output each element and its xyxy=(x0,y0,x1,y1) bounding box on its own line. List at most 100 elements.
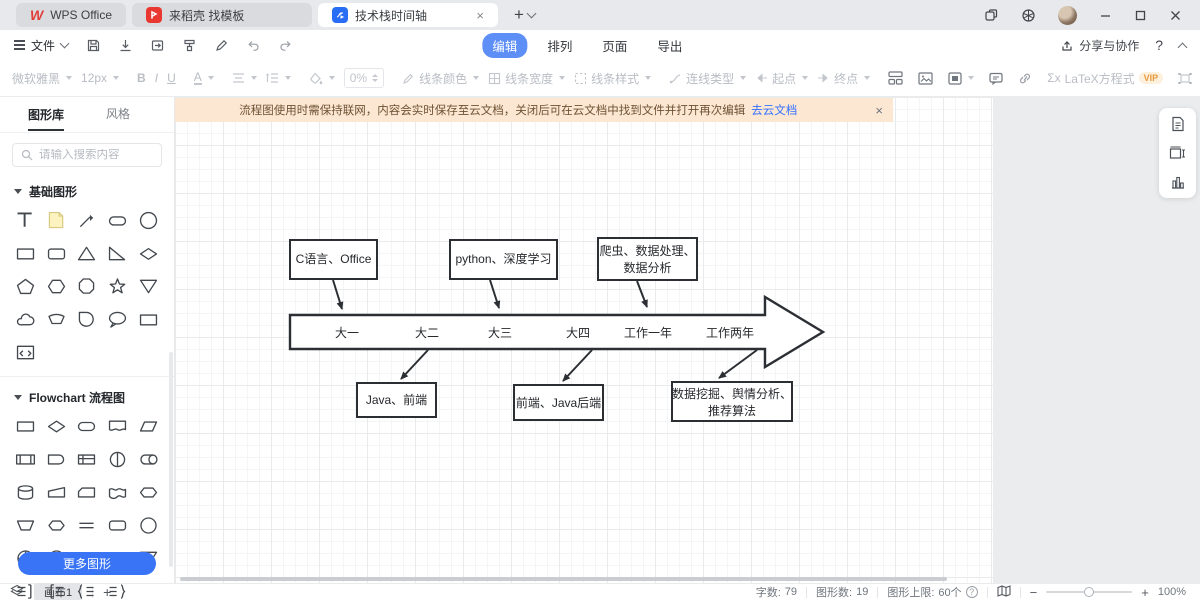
zoom-level[interactable]: 100% xyxy=(1158,586,1186,598)
timeline-stage-label[interactable]: 工作一年 xyxy=(624,326,672,340)
collapse-toolbar-icon[interactable] xyxy=(1178,42,1188,52)
menu-tab[interactable]: 编辑 xyxy=(482,33,527,58)
shape-direct-data-icon[interactable] xyxy=(137,447,161,471)
user-avatar[interactable] xyxy=(1058,6,1077,25)
opacity-input[interactable]: 0% xyxy=(344,68,384,88)
shape-hexagon-node-icon[interactable] xyxy=(44,513,68,537)
connector-line[interactable] xyxy=(333,280,342,309)
import-icon[interactable] xyxy=(150,38,165,53)
tab-list-chevron-icon[interactable] xyxy=(527,9,537,19)
shape-terminator-icon[interactable] xyxy=(75,414,99,438)
horizontal-scrollbar[interactable] xyxy=(180,577,947,581)
shape-right-triangle-icon[interactable] xyxy=(106,241,130,265)
download-icon[interactable] xyxy=(118,38,133,53)
zoom-out-button[interactable]: − xyxy=(1030,585,1038,600)
timeline-stage-label[interactable]: 大四 xyxy=(566,326,590,340)
shape-star-icon[interactable] xyxy=(106,274,130,298)
menu-tab[interactable]: 导出 xyxy=(647,33,692,58)
shape-code-block-icon[interactable] xyxy=(13,340,37,364)
line-width-button[interactable]: 线条宽度 xyxy=(488,70,565,87)
font-family-select[interactable]: 微软雅黑 xyxy=(12,70,72,87)
shape-or-junction-icon[interactable] xyxy=(106,447,130,471)
shape-brace-right-icon[interactable] xyxy=(75,579,99,600)
shape-rounded-rectangle-icon[interactable] xyxy=(44,241,68,265)
shape-manual-input-icon[interactable] xyxy=(44,480,68,504)
shape-data-icon[interactable] xyxy=(137,414,161,438)
shape-sticky-note-icon[interactable] xyxy=(44,208,68,232)
shape-search[interactable] xyxy=(12,143,162,167)
fill-color-button[interactable] xyxy=(309,72,335,85)
shape-card-icon[interactable] xyxy=(75,480,99,504)
italic-button[interactable]: I xyxy=(155,71,158,85)
shape-preparation-icon[interactable] xyxy=(137,480,161,504)
zoom-in-button[interactable]: + xyxy=(1141,585,1149,600)
connector-line[interactable] xyxy=(719,350,757,378)
line-spacing-button[interactable] xyxy=(266,72,291,84)
tab-style[interactable]: 风格 xyxy=(106,105,130,124)
globe-icon[interactable] xyxy=(1021,8,1036,23)
sidebar-scrollbar[interactable] xyxy=(169,352,173,567)
shape-database-icon[interactable] xyxy=(13,480,37,504)
tab-wps-home[interactable]: W WPS Office xyxy=(16,3,126,27)
help-icon[interactable]: ? xyxy=(1155,37,1163,53)
latex-equation-button[interactable]: Σx LaTeX方程式 VIP xyxy=(1047,70,1163,87)
format-painter-icon[interactable] xyxy=(182,38,197,53)
group-icon[interactable] xyxy=(1178,72,1192,85)
insert-image-icon[interactable] xyxy=(918,72,933,85)
shape-oval-callout-icon[interactable] xyxy=(106,307,130,331)
shape-delay-icon[interactable] xyxy=(44,447,68,471)
file-menu[interactable]: 文件 xyxy=(14,37,68,54)
hyperlink-icon[interactable] xyxy=(1018,72,1032,85)
shape-rect-callout-icon[interactable] xyxy=(137,307,161,331)
font-size-select[interactable]: 12px xyxy=(81,71,119,85)
edit-pencil-icon[interactable] xyxy=(214,38,229,53)
connector-line[interactable] xyxy=(401,350,428,379)
tab-close-icon[interactable]: × xyxy=(476,8,484,23)
shape-connector-icon[interactable] xyxy=(137,513,161,537)
timeline-stage-label[interactable]: 大一 xyxy=(335,326,359,340)
shape-teardrop-icon[interactable] xyxy=(75,307,99,331)
shape-octagon-icon[interactable] xyxy=(75,274,99,298)
save-icon[interactable] xyxy=(86,38,101,53)
statistics-icon[interactable] xyxy=(1170,175,1186,190)
connector-line[interactable] xyxy=(563,350,592,381)
goto-cloud-doc-link[interactable]: 去云文档 xyxy=(751,102,797,118)
shape-internal-storage-icon[interactable] xyxy=(75,447,99,471)
shape-arrow-icon[interactable] xyxy=(75,208,99,232)
shape-triangle-down-icon[interactable] xyxy=(137,274,161,298)
restore-layout-icon[interactable] xyxy=(984,8,999,23)
shape-predefined-process-icon[interactable] xyxy=(13,447,37,471)
redo-icon[interactable] xyxy=(278,38,293,53)
undo-icon[interactable] xyxy=(246,38,261,53)
start-point-button[interactable]: 起点 xyxy=(755,70,808,87)
shape-bracket-right-icon[interactable] xyxy=(13,579,37,600)
timeline-stage-label[interactable]: 大二 xyxy=(415,326,439,340)
shape-document-icon[interactable] xyxy=(106,414,130,438)
opacity-stepper[interactable] xyxy=(372,74,378,82)
timeline-stage-label[interactable]: 大三 xyxy=(488,326,512,340)
new-tab-button[interactable]: + xyxy=(514,5,535,25)
bold-button[interactable]: B xyxy=(137,71,146,85)
shape-rectangle-icon[interactable] xyxy=(13,241,37,265)
zoom-slider-thumb[interactable] xyxy=(1084,587,1094,597)
search-input[interactable] xyxy=(39,149,149,161)
page-setup-icon[interactable] xyxy=(1170,116,1186,132)
menu-tab[interactable]: 页面 xyxy=(592,33,637,58)
shape-decision-icon[interactable] xyxy=(44,414,68,438)
connector-line[interactable] xyxy=(490,280,499,308)
font-color-button[interactable]: A xyxy=(194,71,214,86)
section-basic-shapes[interactable]: 基础图形 xyxy=(0,171,174,204)
end-point-button[interactable]: 终点 xyxy=(817,70,870,87)
shape-process-icon[interactable] xyxy=(13,414,37,438)
connector-line[interactable] xyxy=(637,281,647,307)
minimize-button[interactable] xyxy=(1099,9,1112,22)
shape-circle-icon[interactable] xyxy=(137,208,161,232)
shape-bracket-left-icon[interactable] xyxy=(44,579,68,600)
connector-type-button[interactable]: 连线类型 xyxy=(669,70,746,87)
shape-pentagon-icon[interactable] xyxy=(13,274,37,298)
shape-double-line-icon[interactable] xyxy=(75,513,99,537)
shape-stadium-icon[interactable] xyxy=(106,208,130,232)
tab-shape-library[interactable]: 图形库 xyxy=(28,106,64,131)
auto-layout-icon[interactable] xyxy=(888,71,903,85)
comment-icon[interactable] xyxy=(989,72,1003,85)
